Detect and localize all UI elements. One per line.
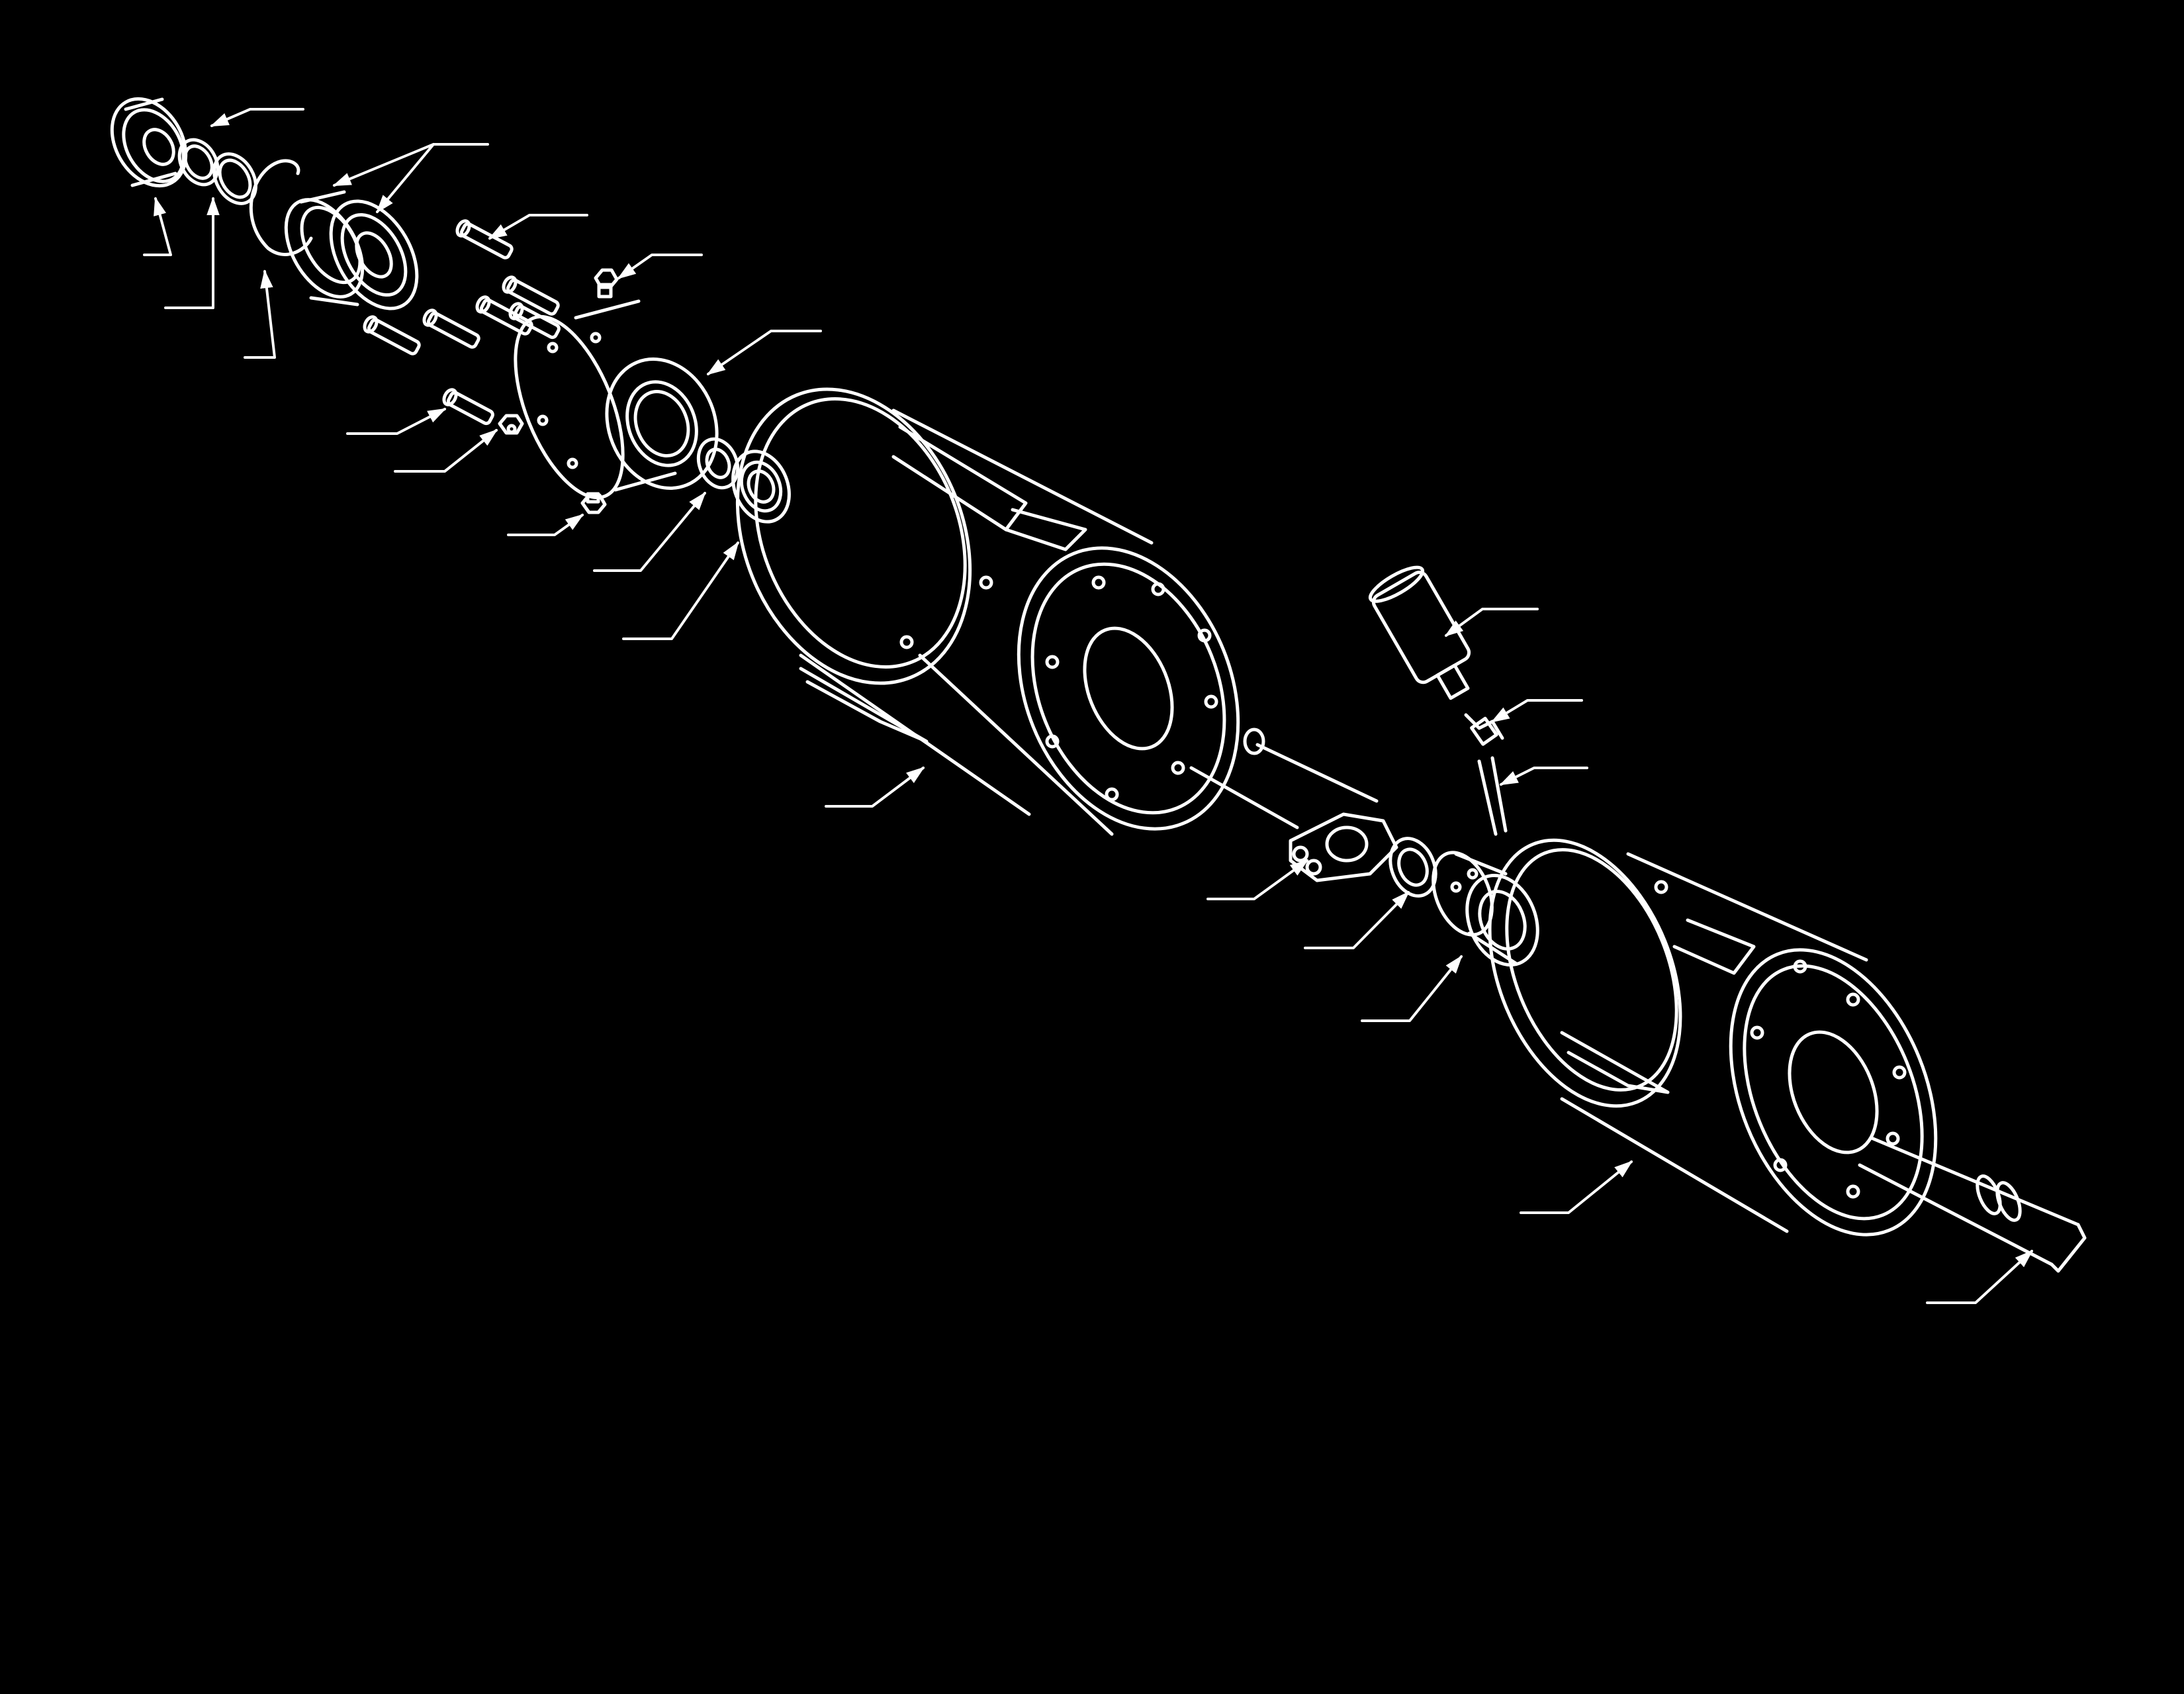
callout-leader-17 <box>1499 767 1588 786</box>
callout-leader-06 <box>488 214 588 240</box>
callout-leader-14 <box>825 767 925 808</box>
tie-rod <box>1189 728 1508 836</box>
callout-leader-18 <box>1206 859 1309 900</box>
inner-bearing <box>1388 837 1437 898</box>
elbow-fitting <box>1464 713 1504 746</box>
grease-fitting-bottom <box>580 492 607 514</box>
retaining-ring <box>212 152 257 205</box>
callout-leader-02 <box>164 197 220 309</box>
callout-leader-03 <box>210 108 304 127</box>
callout-leader-04 <box>244 269 276 359</box>
callout-leader-21 <box>1520 1160 1633 1214</box>
callout-leader-19 <box>1304 891 1410 949</box>
short-bolt <box>442 388 494 426</box>
sensor-cylinder <box>1368 565 1471 700</box>
callout-leader-05b <box>376 143 435 214</box>
callout-leader-16 <box>1490 699 1583 723</box>
callout-leader-12 <box>593 491 706 572</box>
bearing-housing <box>514 299 719 500</box>
callout-leader-11 <box>507 514 584 536</box>
callout-leader-20 <box>1361 955 1463 1022</box>
callout-leader-09 <box>346 408 447 435</box>
callout-leader-10 <box>394 429 498 473</box>
ball-bearing-pair <box>284 190 419 310</box>
hex-nut <box>498 414 524 435</box>
callout-leader-08 <box>706 330 822 375</box>
spring-clip <box>249 159 313 256</box>
end-cap <box>110 97 188 188</box>
callout-leader-22 <box>1926 1250 2034 1304</box>
callout-leader-07 <box>617 254 703 279</box>
main-cage <box>735 387 1240 836</box>
snap-ring <box>177 138 220 187</box>
drive-shaft <box>1858 1137 2087 1273</box>
rear-cage <box>1488 838 1938 1237</box>
grease-fitting-top <box>594 268 619 299</box>
coupling-hub <box>1432 851 1539 967</box>
callout-leader-01 <box>143 197 172 256</box>
seal-ring <box>696 437 740 490</box>
callout-leader-13 <box>622 541 739 640</box>
callout-leader-15 <box>1444 608 1539 637</box>
